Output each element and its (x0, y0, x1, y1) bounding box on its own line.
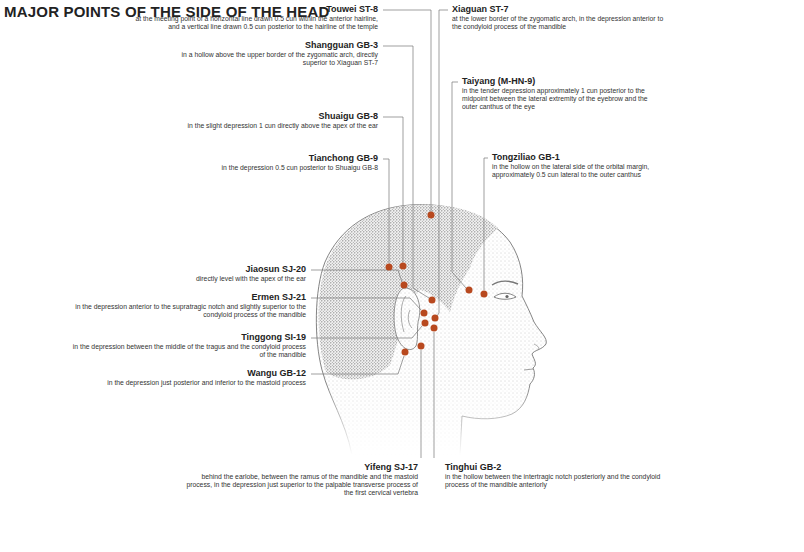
point-description: in a hollow above the upper border of th… (178, 51, 378, 67)
leader-line (452, 82, 466, 288)
leader-line (383, 46, 429, 298)
point-name: Ermen SJ-21 (56, 292, 306, 303)
ear-inner (401, 296, 412, 332)
leader-line (311, 270, 402, 282)
acupoint-dot (422, 320, 429, 327)
leader-line (484, 158, 488, 290)
point-description: in the depression anterior to the suprat… (56, 303, 306, 319)
acupoint-dot (432, 315, 439, 322)
leader-line (311, 356, 404, 374)
head-figure (316, 204, 546, 455)
point-label: Touwei ST-8at the meeting point of a hor… (128, 4, 378, 31)
point-description: in the slight depression 1 cun directly … (148, 122, 378, 130)
point-name: Tinggong SI-19 (71, 332, 306, 343)
leader-line (311, 298, 421, 310)
leader-line (421, 350, 422, 458)
acupoints (386, 212, 488, 356)
leader-line (383, 159, 389, 263)
point-name: Shuaigu GB-8 (148, 111, 378, 122)
acupoint-dot (386, 264, 393, 271)
leader-line (311, 326, 422, 338)
point-label: Taiyang (M-HN-9)in the tender depression… (462, 76, 652, 111)
point-name: Jiaosun SJ-20 (106, 264, 306, 275)
acupoint-dot (400, 263, 407, 270)
eyebrow (492, 281, 518, 285)
acupoint-dot (466, 287, 473, 294)
point-description: in the hollow on the lateral side of the… (492, 163, 667, 179)
ear (394, 288, 420, 350)
nostril (534, 344, 539, 350)
point-label: Yifeng SJ-17behind the earlobe, between … (178, 462, 418, 497)
acupoint-dot (418, 343, 425, 350)
leader-lines (311, 10, 488, 458)
mouth (524, 369, 533, 370)
eye (494, 293, 516, 299)
acupoint-dot (481, 291, 488, 298)
point-label: Ermen SJ-21in the depression anterior to… (56, 292, 306, 319)
point-description: in the tender depression approximately 1… (462, 87, 652, 111)
acupoint-dot (402, 349, 409, 356)
point-description: in the depression just posterior and inf… (106, 379, 306, 387)
leader-line (383, 117, 403, 262)
point-name: Tongziliao GB-1 (492, 152, 667, 163)
acupoint-dot (421, 310, 428, 317)
point-description: at the lower border of the zygomatic arc… (452, 15, 667, 31)
leader-line (383, 10, 431, 212)
point-name: Wangu GB-12 (106, 368, 306, 379)
point-name: Tinghui GB-2 (445, 462, 680, 473)
acupoint-dot (401, 282, 408, 289)
point-label: Tianchong GB-9in the depression 0.5 cun … (148, 153, 378, 172)
point-name: Shangguan GB-3 (178, 40, 378, 51)
point-label: Tinggong SI-19in the depression between … (71, 332, 306, 359)
point-name: Touwei ST-8 (128, 4, 378, 15)
point-label: Xiaguan ST-7at the lower border of the z… (452, 4, 667, 31)
acupoint-dot (428, 212, 435, 219)
point-label: Shangguan GB-3in a hollow above the uppe… (178, 40, 378, 67)
point-description: in the hollow between the intertragic no… (445, 473, 680, 489)
point-name: Xiaguan ST-7 (452, 4, 667, 15)
point-name: Yifeng SJ-17 (178, 462, 418, 473)
point-label: Jiaosun SJ-20directly level with the ape… (106, 264, 306, 283)
point-label: Tongziliao GB-1in the hollow on the late… (492, 152, 667, 179)
point-description: behind the earlobe, between the ramus of… (178, 473, 418, 497)
point-name: Tianchong GB-9 (148, 153, 378, 164)
acupoint-dot (429, 297, 436, 304)
leader-line (437, 10, 448, 316)
point-description: directly level with the apex of the ear (106, 275, 306, 283)
point-description: in the depression between the middle of … (71, 343, 306, 359)
pupil (505, 295, 508, 298)
point-name: Taiyang (M-HN-9) (462, 76, 652, 87)
point-label: Shuaigu GB-8in the slight depression 1 c… (148, 111, 378, 130)
acupoint-dot (431, 325, 438, 332)
point-description: in the depression 0.5 cun posterior to S… (148, 164, 378, 172)
point-label: Wangu GB-12in the depression just poster… (106, 368, 306, 387)
point-description: at the meeting point of a horizontal lin… (128, 15, 378, 31)
head-outline (316, 205, 546, 455)
hair-region (319, 204, 498, 379)
leader-line (434, 332, 435, 458)
point-label: Tinghui GB-2in the hollow between the in… (445, 462, 680, 489)
